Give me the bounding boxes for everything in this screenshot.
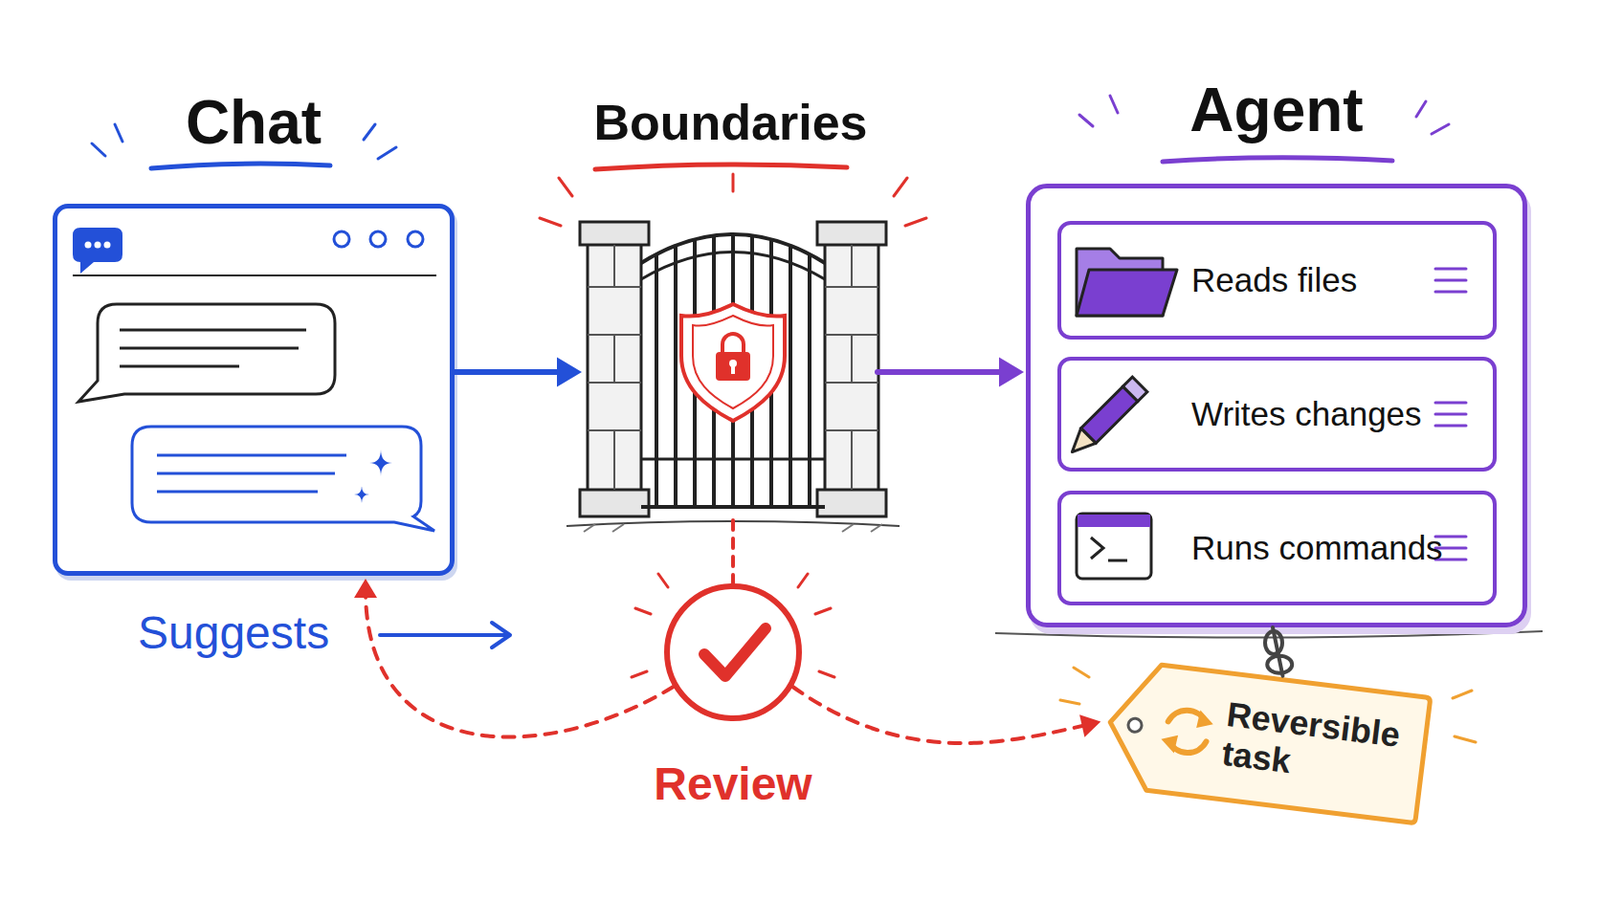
keyhole bbox=[731, 365, 735, 375]
node-caption: Review bbox=[555, 757, 912, 811]
node-heading: Boundaries bbox=[392, 93, 1069, 152]
lock-shackle bbox=[722, 333, 744, 355]
review-circle: Review bbox=[664, 583, 802, 722]
text-line bbox=[156, 490, 318, 494]
gate-pillar bbox=[824, 241, 879, 492]
row-label: Writes changes bbox=[1191, 395, 1423, 434]
row-label: Reads files bbox=[1191, 261, 1357, 300]
window-dot bbox=[407, 231, 423, 247]
suggest-arrowhead bbox=[491, 622, 511, 648]
connector-line bbox=[454, 369, 567, 376]
chat-window: Chat bbox=[52, 203, 455, 577]
pillar-bricks bbox=[824, 244, 879, 490]
shield-inner bbox=[692, 315, 774, 409]
refresh-head bbox=[1196, 710, 1215, 731]
connector bbox=[454, 356, 582, 387]
connector-line bbox=[731, 520, 735, 584]
accent-ray bbox=[363, 124, 376, 140]
accent-ray bbox=[377, 147, 397, 159]
capability-row: Writes changes bbox=[1057, 356, 1497, 472]
accent-ray bbox=[1110, 95, 1118, 113]
accent-ray bbox=[91, 143, 106, 156]
accent-ray bbox=[631, 574, 835, 678]
terminal-icon bbox=[1076, 513, 1152, 579]
text-line bbox=[156, 472, 335, 476]
tag-shape bbox=[1102, 660, 1431, 824]
connector-line bbox=[877, 369, 1009, 376]
accent-ray bbox=[1431, 124, 1449, 134]
pillar-cap bbox=[817, 222, 887, 245]
sparkle bbox=[369, 449, 393, 477]
arrowhead bbox=[999, 356, 1024, 387]
chain-ring bbox=[1266, 656, 1292, 674]
sparkle bbox=[354, 486, 370, 504]
speech-bubble bbox=[78, 304, 335, 402]
text-line bbox=[119, 365, 240, 369]
node-heading: Agent bbox=[839, 74, 1600, 146]
boundary-gate: Boundaries bbox=[583, 219, 878, 521]
window-dot bbox=[333, 231, 350, 247]
connector bbox=[877, 356, 1024, 387]
capability-row: Reads files bbox=[1057, 221, 1497, 340]
lock-body bbox=[715, 352, 751, 381]
terminal-prompt bbox=[1090, 537, 1104, 559]
arrowhead bbox=[556, 356, 582, 387]
gate-rail bbox=[641, 458, 825, 462]
connector bbox=[733, 520, 734, 584]
menu-icon bbox=[1435, 268, 1467, 560]
chat-icon-dot bbox=[94, 242, 102, 249]
heading-underline bbox=[151, 163, 331, 169]
chat-icon bbox=[72, 227, 123, 274]
pillar-cap bbox=[579, 222, 649, 245]
window-divider bbox=[72, 274, 437, 277]
agent-panel: AgentReads filesWrites changesRuns comma… bbox=[1025, 183, 1528, 628]
chat-icon-dot bbox=[104, 242, 112, 249]
pencil-tip bbox=[1065, 428, 1097, 461]
chat-icon-dot bbox=[85, 242, 92, 249]
connector-line bbox=[792, 687, 1089, 744]
connector bbox=[792, 687, 1101, 744]
pencil-body bbox=[1081, 386, 1138, 444]
shield bbox=[681, 304, 785, 422]
suggest-arrow bbox=[379, 633, 508, 638]
accent-ray bbox=[1079, 114, 1093, 127]
pillar-base bbox=[817, 489, 887, 517]
chain-ring bbox=[1265, 631, 1283, 655]
gate-bars bbox=[656, 234, 810, 508]
refresh-head bbox=[1159, 733, 1178, 755]
text-line bbox=[119, 329, 307, 333]
node-heading: Chat bbox=[0, 87, 642, 158]
connector-line bbox=[365, 590, 674, 738]
connector bbox=[354, 578, 674, 738]
tag-hole bbox=[1127, 717, 1143, 734]
check-mark bbox=[704, 628, 766, 677]
terminal-bar bbox=[1077, 514, 1151, 528]
gate-rail bbox=[641, 505, 825, 510]
heading-underline bbox=[595, 164, 847, 170]
terminal-cursor bbox=[1108, 559, 1128, 563]
arrowhead bbox=[1079, 714, 1101, 737]
pencil-icon bbox=[1065, 377, 1148, 460]
connector bbox=[1265, 627, 1292, 677]
accent-ray bbox=[539, 174, 927, 226]
gate-pillar bbox=[587, 241, 642, 492]
window-dot bbox=[370, 231, 386, 247]
accent-ray bbox=[114, 124, 123, 142]
pencil-eraser bbox=[1122, 377, 1147, 401]
accent-ray bbox=[1416, 101, 1426, 117]
text-line bbox=[156, 454, 347, 458]
heading-underline bbox=[1162, 157, 1393, 162]
pillar-bricks bbox=[587, 244, 642, 490]
text-line bbox=[119, 347, 299, 351]
task-tag: Reversible task bbox=[1098, 655, 1434, 828]
free-label: Suggests bbox=[137, 606, 330, 660]
speech-bubble bbox=[132, 426, 435, 532]
pillar-base bbox=[579, 489, 649, 517]
capability-row: Runs commands bbox=[1057, 490, 1497, 606]
row-label: Runs commands bbox=[1191, 529, 1444, 568]
arrowhead bbox=[354, 578, 378, 599]
folder-icon bbox=[1076, 269, 1178, 316]
